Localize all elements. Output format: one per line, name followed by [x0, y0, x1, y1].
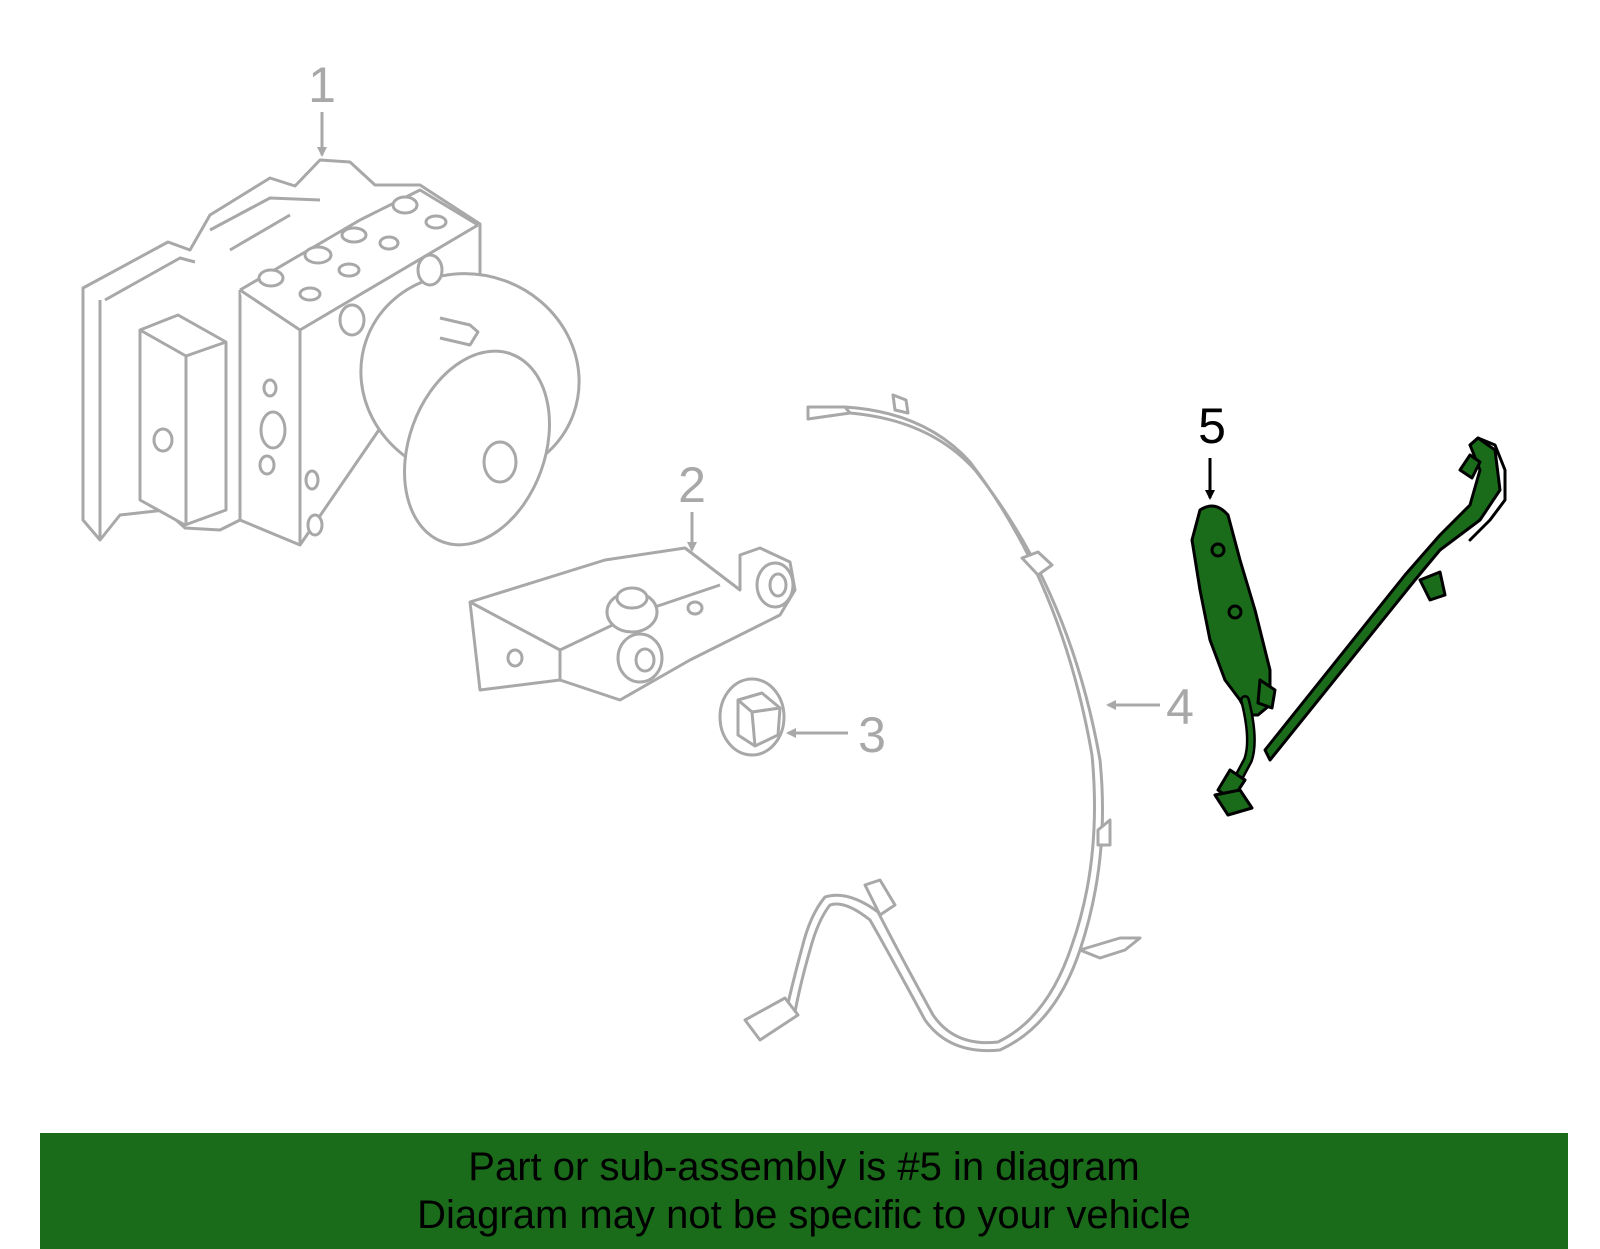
callout-5: 5 — [1198, 398, 1226, 454]
callout-3: 3 — [858, 707, 886, 763]
banner-line-2: Diagram may not be specific to your vehi… — [417, 1193, 1191, 1237]
info-banner: Part or sub-assembly is #5 in diagram Di… — [40, 1133, 1568, 1249]
flange-nut-icon — [718, 677, 786, 757]
sensor-cable-icon — [743, 393, 1142, 1053]
mounting-bracket-icon — [468, 546, 797, 702]
callout-leaders — [317, 112, 1215, 738]
parts-diagram: 1 2 3 4 5 — [81, 57, 1507, 1053]
abs-modulator-icon — [81, 158, 581, 547]
banner-line-1: Part or sub-assembly is #5 in diagram — [468, 1145, 1140, 1189]
wheel-speed-sensor-icon — [1190, 436, 1507, 817]
callout-2: 2 — [678, 457, 706, 513]
callout-1: 1 — [308, 57, 336, 113]
callout-4: 4 — [1166, 679, 1194, 735]
